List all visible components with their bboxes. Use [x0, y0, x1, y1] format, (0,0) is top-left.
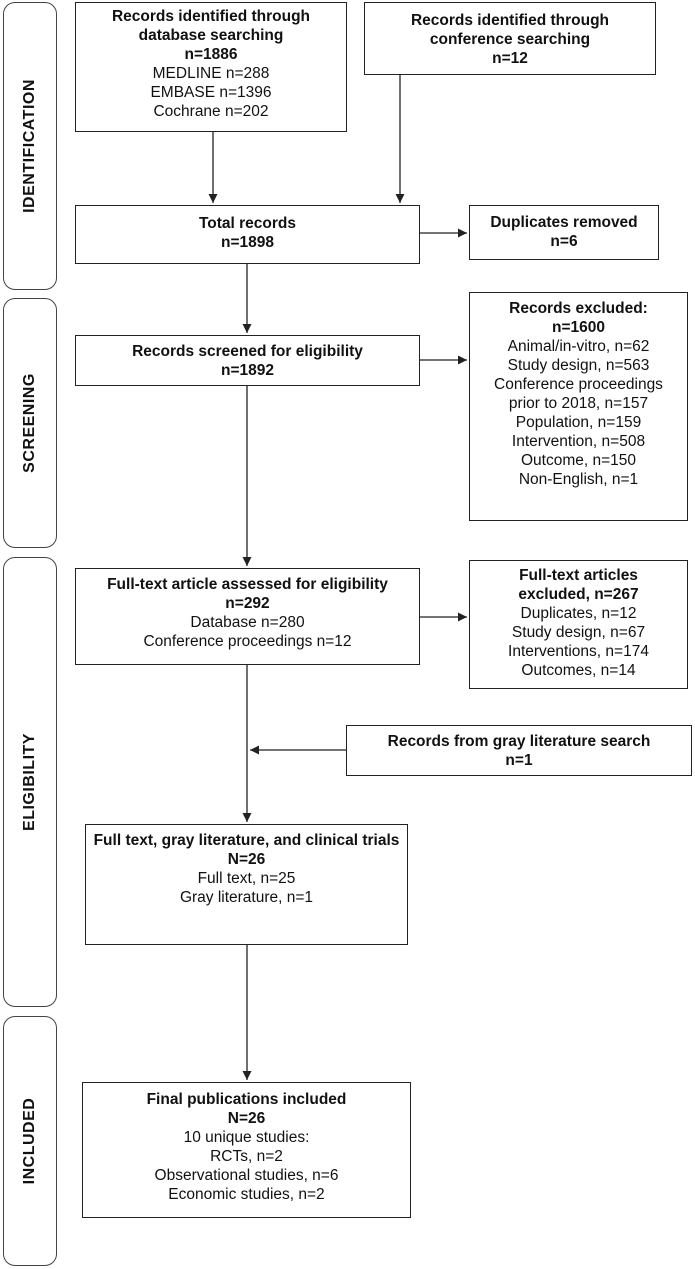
stage-screening: SCREENING: [3, 298, 57, 548]
stage-identification: IDENTIFICATION: [3, 2, 57, 290]
conference-search-title: Records identified through conference se…: [410, 12, 610, 48]
fulltext-assessed-box: Full-text article assessed for eligibili…: [75, 568, 420, 665]
records-screened-count: n=1892: [220, 362, 274, 379]
gray-literature-title: Records from gray literature search: [387, 733, 651, 750]
final-publications-line: Observational studies, n=6: [154, 1167, 339, 1184]
total-records-title: Total records: [198, 215, 297, 232]
combined-records-title: Full text, gray literature, and clinical…: [93, 832, 400, 849]
stage-eligibility: ELIGIBILITY: [3, 557, 57, 1007]
records-excluded-line: Conference proceedings: [494, 376, 663, 393]
fulltext-excluded-line: Interventions, n=174: [508, 643, 649, 660]
combined-records-line: Full text, n=25: [197, 870, 296, 887]
gray-literature-box: Records from gray literature search n=1: [346, 725, 692, 776]
fulltext-excluded-box: Full-text articles excluded, n=267 Dupli…: [469, 560, 688, 689]
records-excluded-box: Records excluded: n=1600 Animal/in-vitro…: [469, 292, 688, 521]
combined-records-box: Full text, gray literature, and clinical…: [85, 824, 408, 945]
conference-search-count: n=12: [492, 50, 528, 67]
fulltext-excluded-line: Study design, n=67: [511, 624, 646, 641]
duplicates-removed-box: Duplicates removed n=6: [469, 205, 659, 260]
final-publications-title: Final publications included: [146, 1091, 347, 1108]
records-excluded-line: Study design, n=563: [507, 357, 650, 374]
records-excluded-line: Outcome, n=150: [520, 452, 637, 469]
database-search-line: EMBASE n=1396: [150, 84, 272, 101]
records-excluded-line: Non-English, n=1: [518, 471, 639, 488]
duplicates-removed-count: n=6: [550, 233, 578, 250]
combined-records-count: N=26: [227, 851, 266, 868]
total-records-box: Total records n=1898: [75, 205, 420, 264]
final-publications-line: RCTs, n=2: [210, 1148, 283, 1165]
final-publications-line: 10 unique studies:: [183, 1129, 310, 1146]
duplicates-removed-title: Duplicates removed: [490, 214, 638, 231]
fulltext-assessed-title: Full-text article assessed for eligibili…: [107, 576, 388, 593]
fulltext-assessed-line: Conference proceedings n=12: [143, 633, 352, 650]
fulltext-excluded-title: Full-text articles: [519, 567, 638, 584]
fulltext-excluded-count: excluded, n=267: [518, 586, 639, 603]
conference-search-box: Records identified through conference se…: [364, 2, 656, 75]
database-search-line: Cochrane n=202: [153, 103, 269, 120]
database-search-count: n=1886: [184, 46, 238, 63]
stage-included: INCLUDED: [3, 1016, 57, 1266]
records-excluded-line: Intervention, n=508: [511, 433, 646, 450]
records-excluded-line: Animal/in-vitro, n=62: [507, 338, 650, 355]
fulltext-excluded-line: Outcomes, n=14: [521, 662, 636, 679]
fulltext-assessed-line: Database n=280: [190, 614, 305, 631]
final-publications-line: Economic studies, n=2: [168, 1186, 325, 1203]
records-excluded-line: prior to 2018, n=157: [508, 395, 649, 412]
gray-literature-count: n=1: [505, 752, 533, 769]
database-search-title: Records identified through database sear…: [111, 8, 311, 44]
final-publications-count: N=26: [227, 1110, 266, 1127]
records-screened-box: Records screened for eligibility n=1892: [75, 335, 420, 386]
fulltext-excluded-line: Duplicates, n=12: [520, 605, 637, 622]
final-publications-box: Final publications included N=26 10 uniq…: [82, 1082, 411, 1218]
total-records-count: n=1898: [220, 234, 274, 251]
records-excluded-line: Population, n=159: [515, 414, 642, 431]
records-excluded-title: Records excluded:: [509, 300, 648, 317]
records-excluded-count: n=1600: [551, 319, 605, 336]
combined-records-line: Gray literature, n=1: [179, 889, 314, 906]
fulltext-assessed-count: n=292: [225, 595, 270, 612]
database-search-line: MEDLINE n=288: [152, 65, 270, 82]
records-screened-title: Records screened for eligibility: [132, 343, 363, 360]
database-search-box: Records identified through database sear…: [75, 2, 347, 132]
